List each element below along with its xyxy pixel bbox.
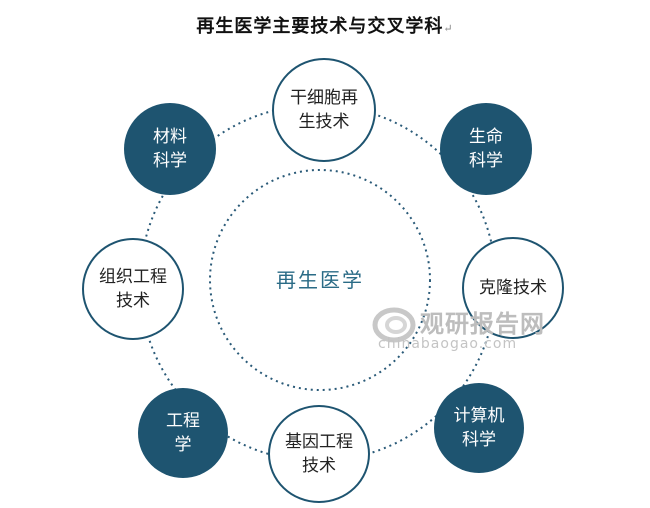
center-label: 再生医学 bbox=[276, 268, 364, 292]
node-gene-engineering: 基因工程 技术 bbox=[268, 405, 370, 503]
watermark-url: chinabaogao.com bbox=[378, 336, 518, 352]
node-cloning-tech: 克隆技术 bbox=[462, 237, 564, 339]
inner-dotted-ring bbox=[209, 169, 431, 391]
watermark: 观研报告网 chinabaogao.com bbox=[372, 304, 572, 354]
watermark-name: 观研报告网 bbox=[420, 310, 545, 338]
return-mark: ↵ bbox=[443, 22, 454, 35]
diagram-title: 再生医学主要技术与交叉学科↵ bbox=[0, 12, 650, 38]
watermark-logo-icon bbox=[372, 307, 416, 343]
node-life-science: 生命 科学 bbox=[440, 103, 532, 195]
node-computer-science: 计算机 科学 bbox=[434, 383, 524, 473]
node-engineering: 工程 学 bbox=[138, 388, 228, 478]
node-materials-science: 材料 科学 bbox=[124, 103, 216, 195]
node-tissue-engineering: 组织工程 技术 bbox=[82, 238, 184, 340]
node-stem-cell-tech: 干细胞再 生技术 bbox=[272, 58, 376, 162]
title-text: 再生医学主要技术与交叉学科 bbox=[196, 16, 444, 37]
